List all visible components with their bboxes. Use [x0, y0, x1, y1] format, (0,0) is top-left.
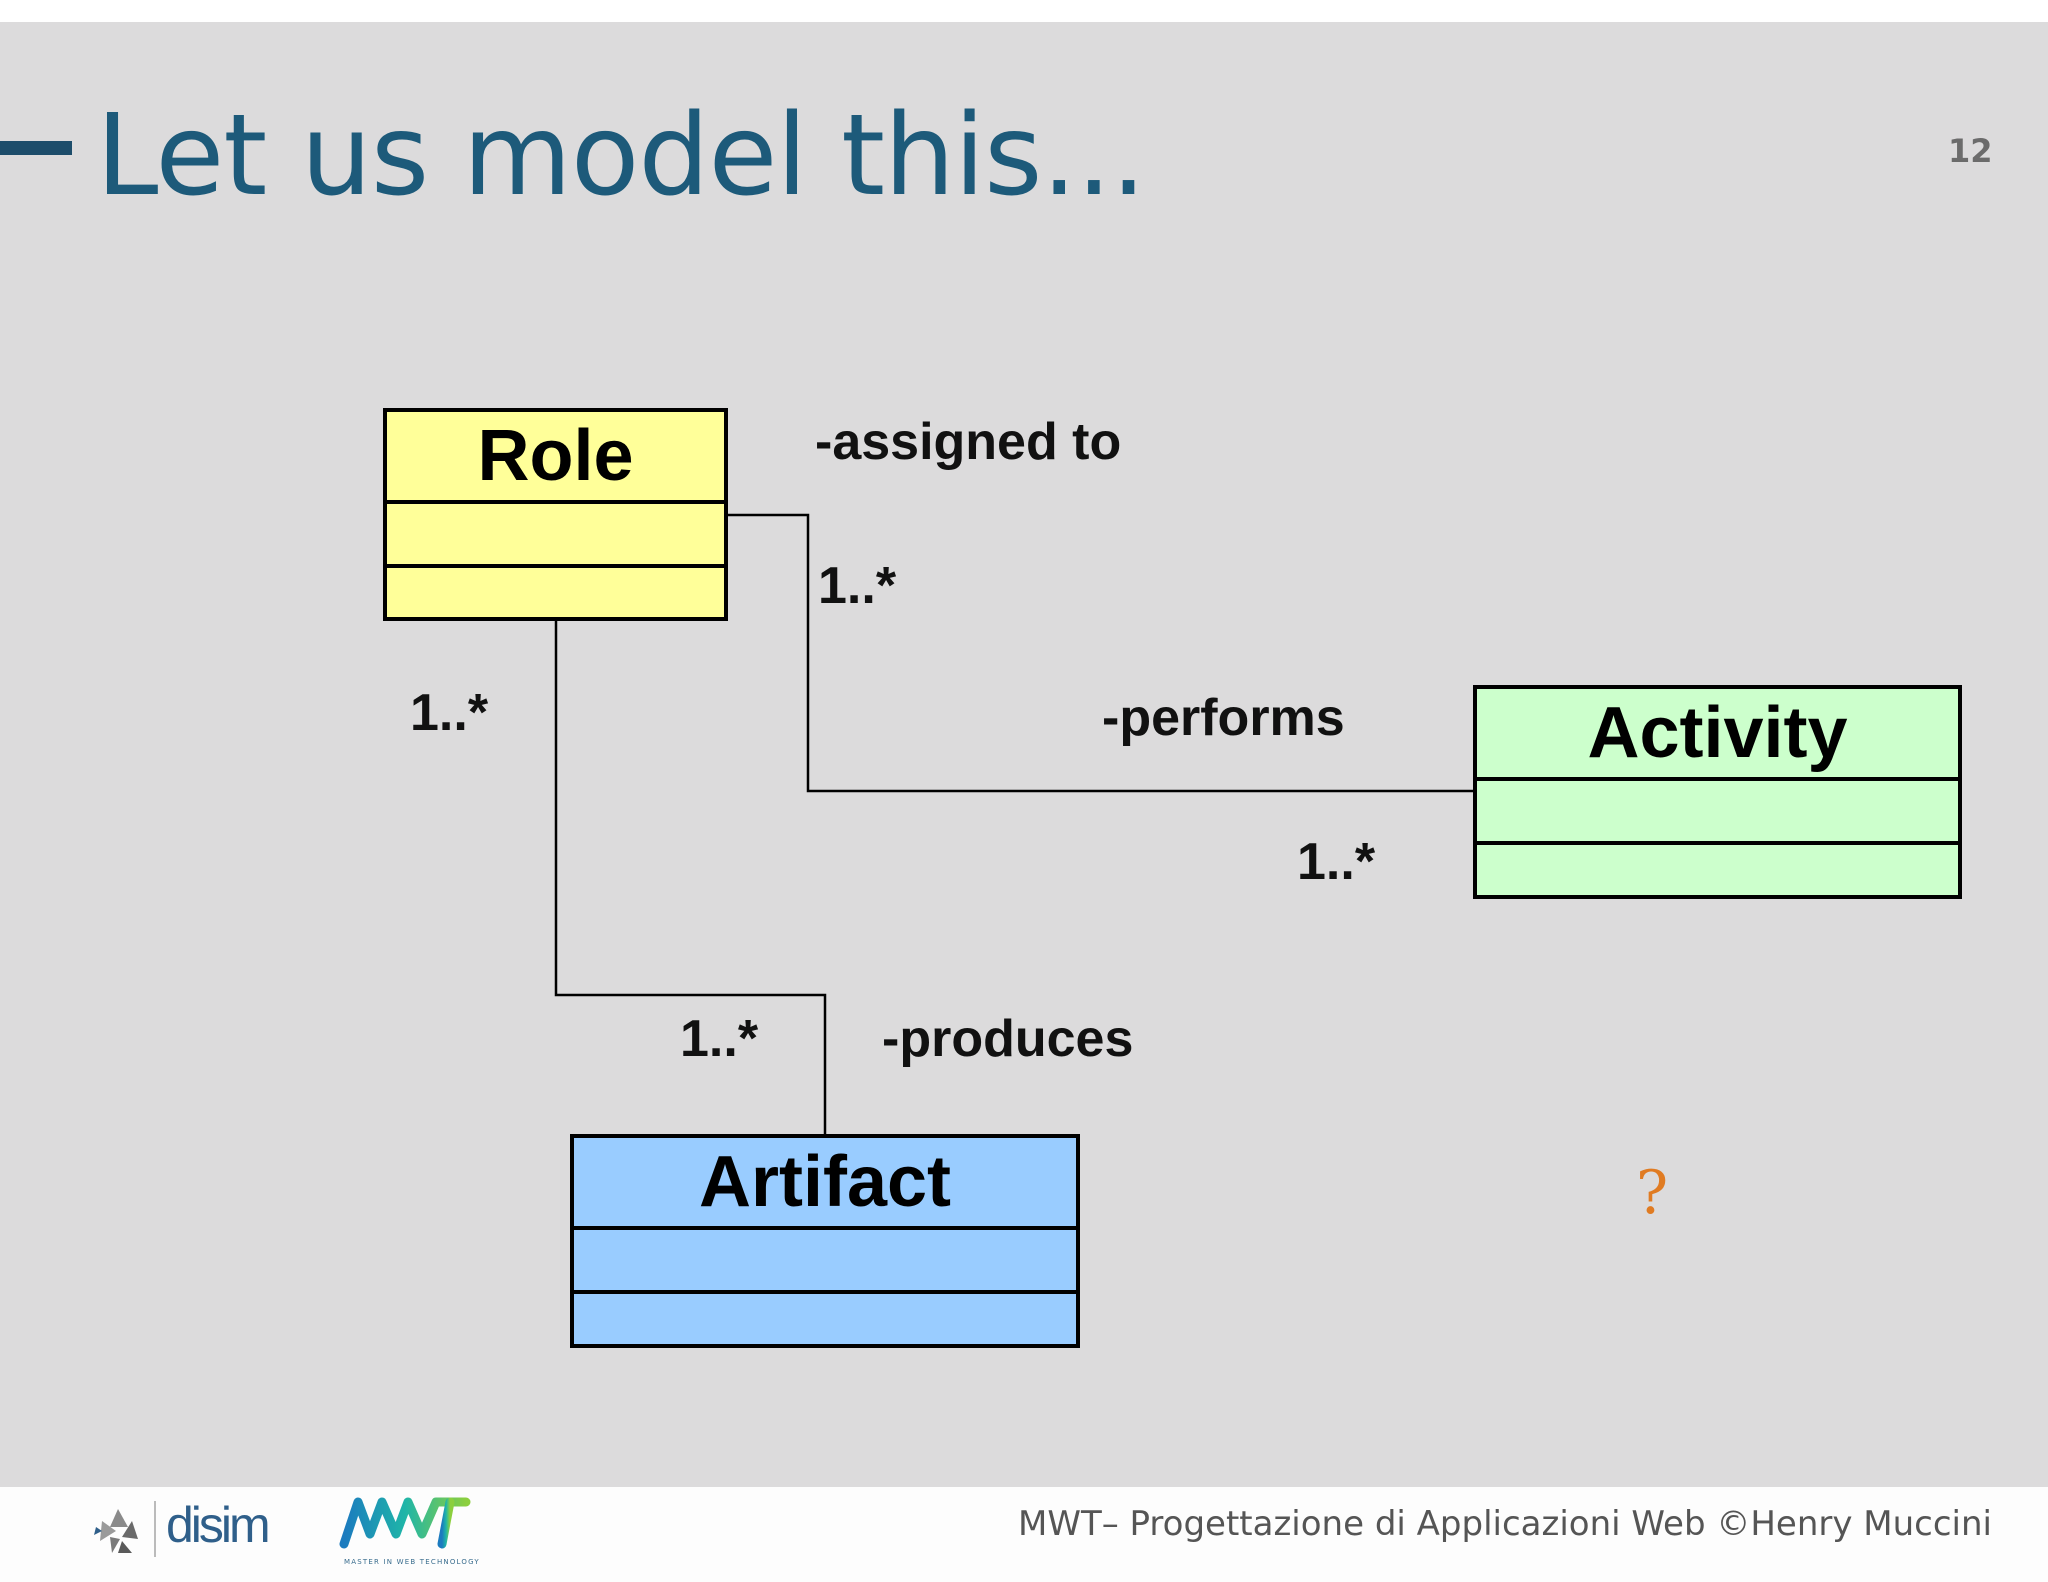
slide-title: Let us model this...: [96, 91, 1146, 221]
artifact-attributes-compartment: [574, 1230, 1076, 1294]
activity-class-name: Activity: [1477, 689, 1958, 781]
role-end-multiplicity: 1..*: [410, 684, 489, 742]
assigned-to-label: -assigned to: [815, 413, 1122, 471]
performs-multiplicity: 1..*: [1297, 833, 1376, 891]
activity-class-box: Activity: [1473, 685, 1962, 899]
role-class-box: Role: [383, 408, 728, 621]
page-number: 12: [1948, 132, 1993, 170]
produces-multiplicity: 1..*: [680, 1010, 759, 1068]
disim-logo-text: disim: [166, 1497, 271, 1553]
mwt-logo-subtext: MASTER IN WEB TECHNOLOGY: [344, 1558, 480, 1566]
question-mark: ?: [1636, 1158, 1669, 1228]
role-attributes-compartment: [387, 504, 724, 568]
performs-label: -performs: [1102, 689, 1345, 747]
produces-label: -produces: [882, 1010, 1134, 1068]
assigned-to-line: [727, 513, 1475, 793]
artifact-class-name: Artifact: [574, 1138, 1076, 1230]
artifact-class-box: Artifact: [570, 1134, 1080, 1348]
role-class-name: Role: [387, 412, 724, 504]
produces-line: [554, 620, 827, 1136]
mwt-logo-icon: MASTER IN WEB TECHNOLOGY: [339, 1497, 480, 1566]
disim-logo-icon: [94, 1501, 156, 1557]
assigned-to-multiplicity: 1..*: [818, 557, 897, 615]
activity-attributes-compartment: [1477, 781, 1958, 845]
footer-copyright: MWT– Progettazione di Applicazioni Web ©…: [1018, 1504, 1992, 1544]
title-accent-bar: [0, 141, 72, 155]
footer: [0, 1487, 2048, 1582]
